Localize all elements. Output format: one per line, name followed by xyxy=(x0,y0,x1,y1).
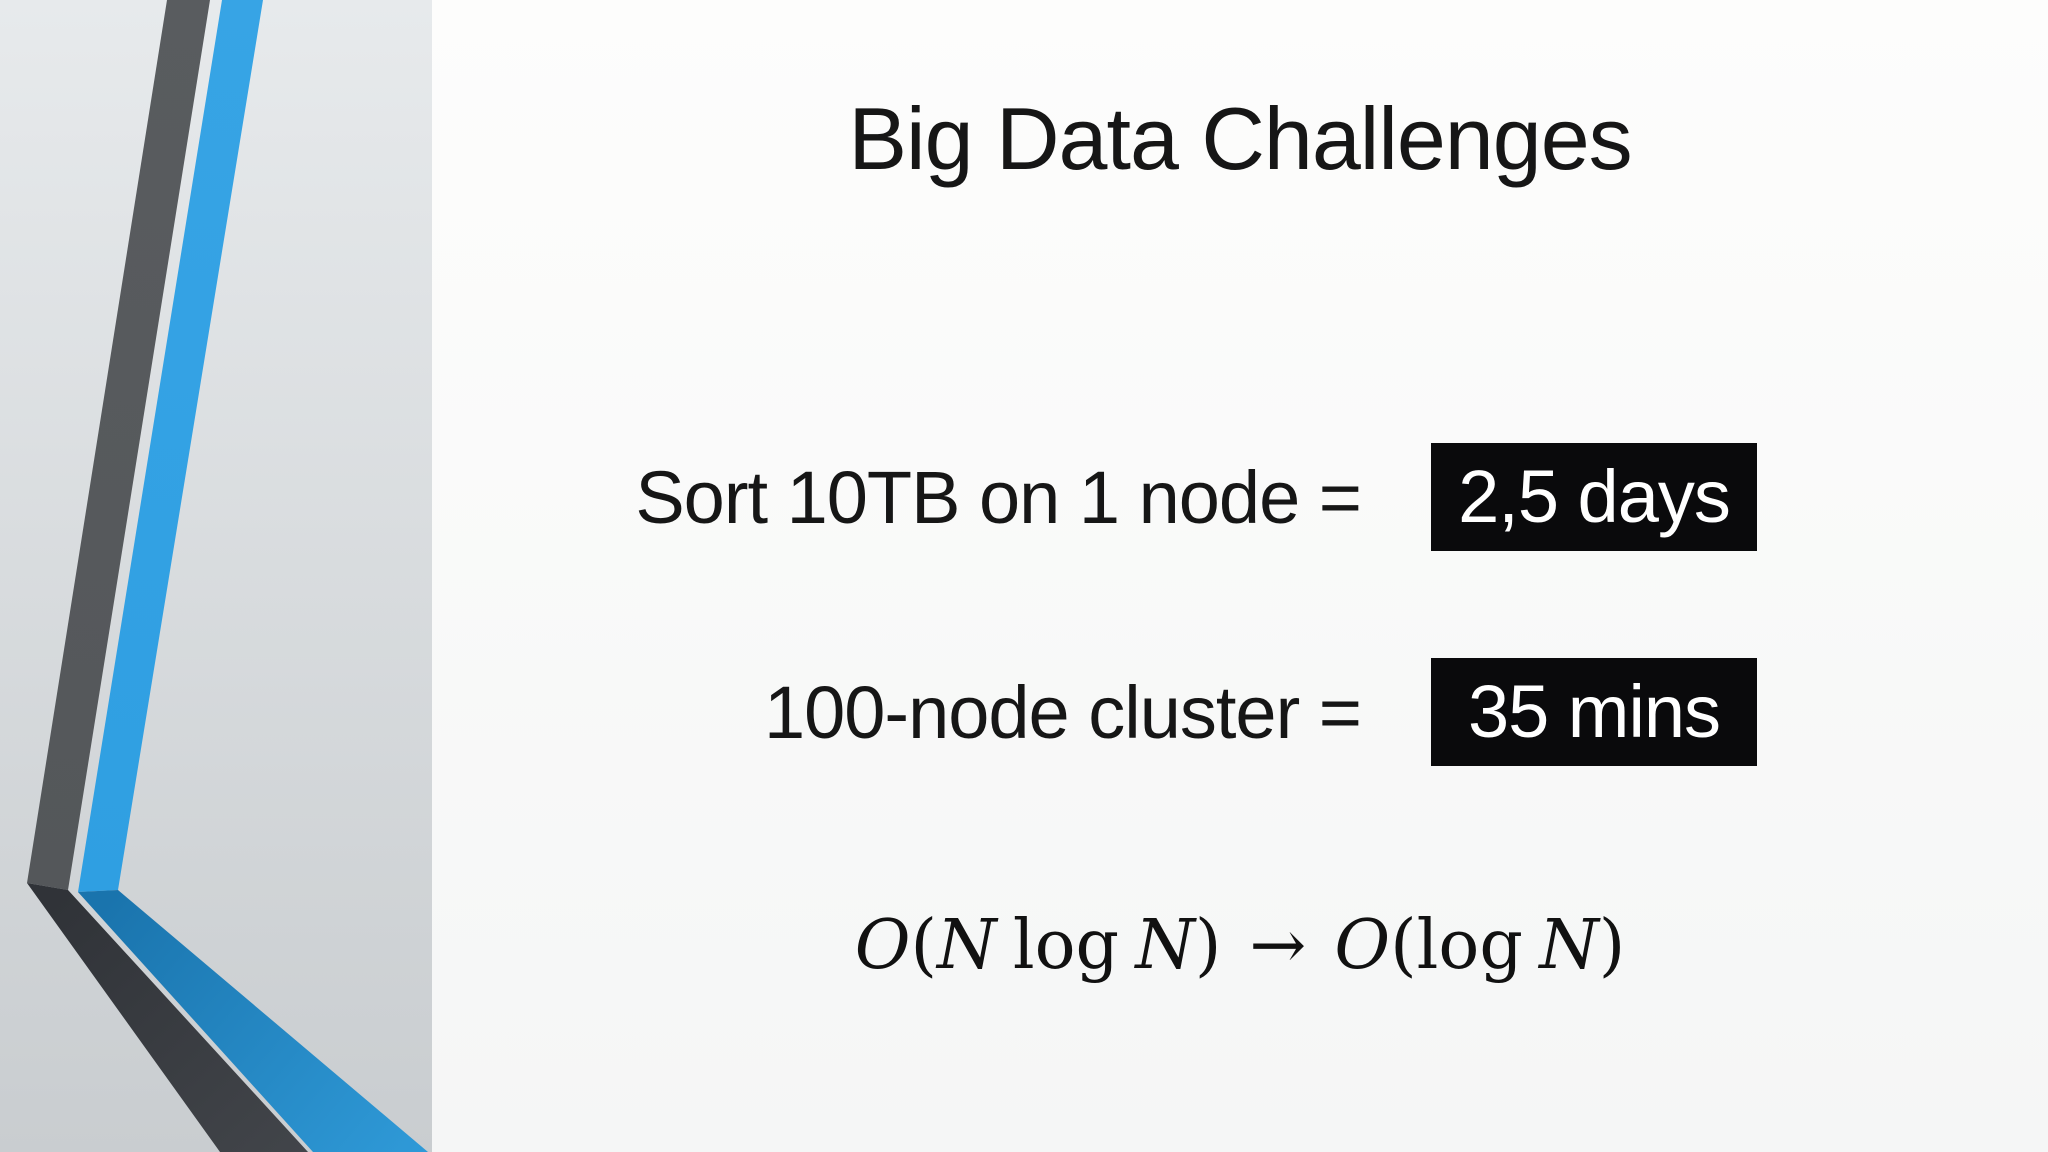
blue-ribbon-lower xyxy=(78,890,428,1152)
gray-ribbon-upper xyxy=(27,0,210,890)
formula-open-paren: ( xyxy=(1390,906,1417,985)
formula-close-paren: ) xyxy=(1194,906,1222,985)
formula-big-o: O xyxy=(1334,906,1391,985)
fact-value-badge-cluster: 35 mins xyxy=(1431,658,1757,766)
fact-row-single-node: Sort 10TB on 1 node = 2,5 days xyxy=(635,443,1757,551)
formula-log: log xyxy=(1012,906,1120,985)
formula-log: log xyxy=(1416,906,1523,985)
formula-open-paren: ( xyxy=(910,906,938,985)
formula-close-paren: ) xyxy=(1598,906,1626,985)
slide-accent-decoration xyxy=(0,0,432,1152)
fact-value-badge-single-node: 2,5 days xyxy=(1431,443,1757,551)
formula-big-o: O xyxy=(854,906,911,985)
blue-ribbon-upper xyxy=(78,0,263,892)
page-title: Big Data Challenges xyxy=(848,89,1632,188)
fact-row-cluster: 100-node cluster = 35 mins xyxy=(764,658,1757,766)
formula-n: N xyxy=(1135,906,1195,985)
formula-n: N xyxy=(937,906,997,985)
right-arrow-icon: → xyxy=(1249,906,1307,985)
fact-label-cluster: 100-node cluster = xyxy=(763,670,1362,754)
gray-ribbon-lower xyxy=(27,883,308,1152)
fact-label-single-node: Sort 10TB on 1 node = xyxy=(635,455,1362,539)
slide-content: Big Data Challenges Sort 10TB on 1 node … xyxy=(432,0,2048,1152)
formula-n: N xyxy=(1539,906,1599,985)
